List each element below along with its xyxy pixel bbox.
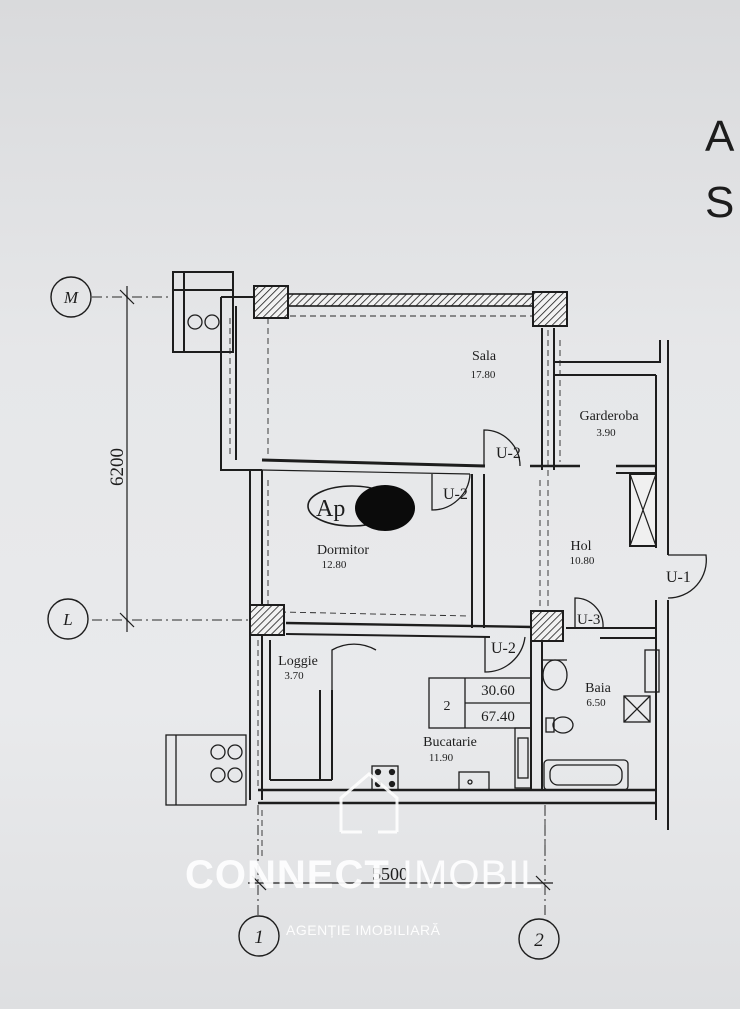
watermark-brand: CONNECT IMOBIL xyxy=(185,853,555,898)
room-sala: Sala 17.80 xyxy=(471,349,497,381)
room-area-hol: 10.80 xyxy=(570,555,595,567)
axis-label-1: 1 xyxy=(254,927,264,948)
room-name-hol: Hol xyxy=(571,539,592,554)
room-dormitor: Dormitor 12.80 xyxy=(317,543,369,571)
house-logo-icon xyxy=(339,772,399,834)
dimension-6200: 6200 xyxy=(107,448,128,486)
room-name-sala: Sala xyxy=(472,349,497,364)
door-u2-sala: U-2 xyxy=(496,445,521,462)
door-u1: U-1 xyxy=(666,569,691,586)
vertical-dimension xyxy=(119,286,135,632)
watermark-subtitle: AGENȚIE IMOBILIARĂ xyxy=(286,922,441,938)
axis-bubble-2: 2 xyxy=(518,918,560,960)
axis-bubble-m: M xyxy=(50,276,92,318)
room-area-bucatarie: 11.90 xyxy=(429,752,454,764)
structural-columns xyxy=(249,285,657,642)
door-u2-bucatarie: U-2 xyxy=(491,640,516,657)
room-name-loggie: Loggie xyxy=(278,654,318,669)
room-garderoba: Garderoba 3.90 xyxy=(579,409,639,439)
door-u2-dormitor: U-2 xyxy=(443,486,468,503)
room-area-sala: 17.80 xyxy=(471,369,496,381)
room-name-baia: Baia xyxy=(585,681,611,696)
watermark-brand-bold: CONNECT xyxy=(185,853,390,897)
axis-label-m: M xyxy=(63,288,79,307)
axis-bubble-l: L xyxy=(47,598,89,640)
room-area-garderoba: 3.90 xyxy=(596,427,616,439)
corner-text-s: S xyxy=(705,178,735,227)
room-area-dormitor: 12.80 xyxy=(322,559,347,571)
dashed-outlines xyxy=(229,315,561,860)
dimension-5500: 5500 xyxy=(372,864,408,884)
redaction-blot xyxy=(355,485,415,531)
axis-label-l: L xyxy=(62,610,72,629)
summary-living-area: 30.60 xyxy=(481,683,515,699)
axis-label-2: 2 xyxy=(534,930,544,951)
apartment-label: Ap xyxy=(316,496,345,522)
door-u3: U-3 xyxy=(577,612,600,628)
room-name-dormitor: Dormitor xyxy=(317,543,369,558)
axis-bubble-1: 1 xyxy=(238,915,280,957)
room-area-loggie: 3.70 xyxy=(284,670,304,682)
corner-text-a: A xyxy=(705,112,735,161)
doors xyxy=(331,429,707,690)
walls xyxy=(172,271,669,830)
room-baia: Baia 6.50 xyxy=(585,681,611,709)
horizontal-dimension xyxy=(248,875,553,891)
room-loggie: Loggie 3.70 xyxy=(278,654,318,682)
axis-lines xyxy=(92,296,546,915)
area-summary-table xyxy=(428,677,532,729)
watermark-brand-light: IMOBIL xyxy=(389,853,544,897)
summary-total-area: 67.40 xyxy=(481,709,515,725)
room-name-garderoba: Garderoba xyxy=(579,409,639,424)
room-bucatarie: Bucatarie 11.90 xyxy=(423,735,477,764)
summary-rooms: 2 xyxy=(444,699,451,714)
room-hol: Hol 10.80 xyxy=(570,539,595,567)
room-name-bucatarie: Bucatarie xyxy=(423,735,477,750)
room-area-baia: 6.50 xyxy=(586,697,606,709)
